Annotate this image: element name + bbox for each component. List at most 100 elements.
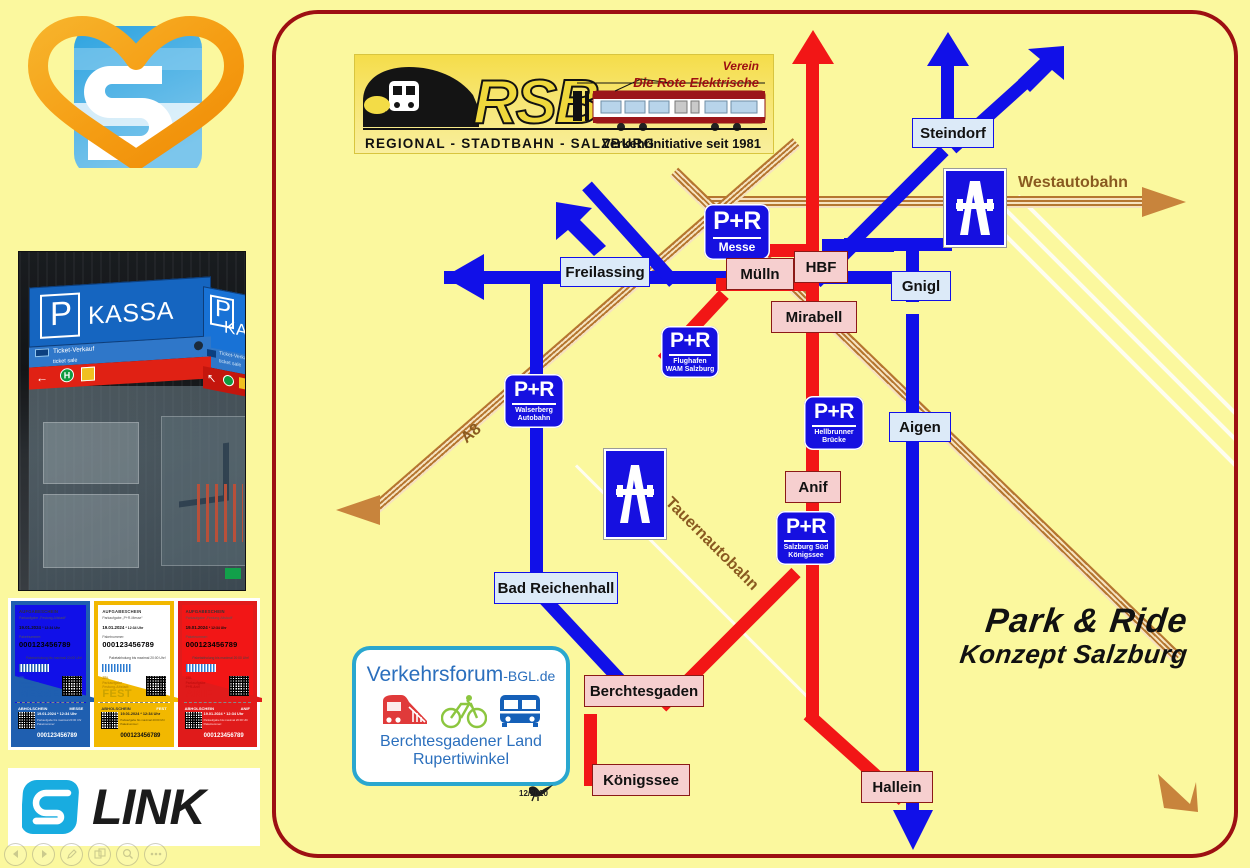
parking-ticket-fest: AUFGABESCHEIN Parkaufgabe „P+R-Messe“ 19… xyxy=(94,601,179,747)
map-title-line2: Konzept Salzburg xyxy=(958,639,1190,669)
decorative-line xyxy=(990,194,1234,509)
train-icon xyxy=(383,694,427,724)
parking-tickets-group: AUFGABESCHEIN Parkaufgabe „Festung-Altst… xyxy=(8,598,262,750)
ticket-stub-corner: FEST xyxy=(156,706,167,711)
station-berchtesgaden[interactable]: Berchtesgaden xyxy=(584,675,704,707)
kiosk-sign-kassa: KASSA xyxy=(88,296,174,330)
ticket-number: 000123456789 xyxy=(102,640,155,649)
station-aigen[interactable]: Aigen xyxy=(889,412,951,442)
ticket-brand: ZBL Parkaufgabe P+R-Messe xyxy=(19,676,39,690)
ticket-stub-date: 19.01.2024 * 12:34 Uhr xyxy=(120,712,161,716)
ticket-subheader: Parkaufgabe „Festung-Altstadt“ xyxy=(19,616,67,620)
ticket-stub-corner: ANIF xyxy=(240,706,250,711)
rsb-verein-label: Verein xyxy=(722,59,759,73)
search-icon[interactable] xyxy=(116,842,139,866)
rsb-logo: RSB xyxy=(354,54,774,154)
ticket-time: * 12:34 Uhr xyxy=(42,626,60,630)
pr-sign-walserberg[interactable]: P+R Walserberg Autobahn xyxy=(504,374,564,428)
more-options-icon[interactable] xyxy=(144,842,167,866)
ticket-header: AUFGABESCHEIN xyxy=(19,609,59,614)
ticket-note: Paketabholung bis maximal 20:00 Uhr! xyxy=(192,656,249,660)
blue-arrow-down-aigen xyxy=(893,810,933,850)
ticket-date: 19.01.2024 xyxy=(185,625,208,630)
ticket-stub-small: Parkaufgabe bis maximal 20:00 Uhr Paketn… xyxy=(120,718,165,727)
tauernautobahn-arrow xyxy=(1158,774,1198,812)
station-hbf[interactable]: HBF xyxy=(794,251,848,283)
map-title: Park & Ride Konzept Salzburg xyxy=(958,602,1191,670)
ticket-stub-date: 19.01.2024 * 12:34 Uhr xyxy=(203,712,244,716)
bottom-toolbar[interactable] xyxy=(0,840,190,868)
ticket-number-label: Paketnummer: xyxy=(19,635,42,639)
station-freilassing[interactable]: Freilassing xyxy=(560,257,650,287)
parking-ticket-messe: AUFGABESCHEIN Parkaufgabe „Festung-Altst… xyxy=(11,601,95,747)
ticket-stub-qr xyxy=(18,712,35,729)
map-title-line1: Park & Ride xyxy=(983,602,1191,640)
pr-label: P+R xyxy=(670,328,710,352)
park-and-ride-map: Westautobahn Tauernautobahn A8 xyxy=(272,10,1238,858)
westautobahn-label: Westautobahn xyxy=(1018,174,1128,191)
pr-sublabel: Salzburg Süd Königssee xyxy=(783,544,829,560)
pr-sign-salzburg-sued[interactable]: P+R Salzburg Süd Königssee xyxy=(776,511,836,565)
ticket-subheader: Parkaufgabe „Festung-Altstadt“ xyxy=(185,616,233,620)
station-hallein[interactable]: Hallein xyxy=(861,771,933,803)
blue-arrow-diagonal xyxy=(1018,46,1064,92)
pr-sign-messe[interactable]: P+R Messe xyxy=(704,204,770,260)
parking-kiosk-photo: P KASSA P KASSA Ticket-Verkauf ticket sa… xyxy=(18,251,246,591)
westautobahn-arrow xyxy=(1142,187,1186,217)
slink-s-icon xyxy=(22,780,79,834)
decorative-line xyxy=(1016,194,1234,509)
station-anif[interactable]: Anif xyxy=(785,471,841,503)
back-icon[interactable] xyxy=(4,842,27,866)
bicycle-icon xyxy=(441,694,487,728)
tauernautobahn-label: Tauernautobahn xyxy=(661,494,762,594)
verkehrsforum-logo: Verkehrsforum-BGL.de xyxy=(352,646,570,786)
autobahn-icon-south xyxy=(604,449,666,539)
ticket-qr-code xyxy=(145,676,166,696)
ticket-stub-number: 000123456789 xyxy=(120,733,161,739)
station-mirabell[interactable]: Mirabell xyxy=(771,301,857,333)
blue-arrow-northwest xyxy=(556,202,606,256)
ticket-stub-small: Parkaufgabe bis maximal 20:00 Uhr Paketn… xyxy=(203,718,249,727)
ticket-stub-corner: MESSE xyxy=(69,706,84,711)
ticket-big-label: ANIF xyxy=(185,688,213,700)
ticket-qr-code xyxy=(228,676,249,696)
slink-logo: LINK xyxy=(8,768,260,846)
ticket-barcode xyxy=(19,664,49,672)
edit-pencil-icon[interactable] xyxy=(60,842,83,866)
verkehrsforum-title: Verkehrsforum-BGL.de xyxy=(366,662,556,686)
salzburg-heart-s-logo xyxy=(12,8,260,176)
station-bad-reichenhall[interactable]: Bad Reichenhall xyxy=(494,572,618,604)
pr-sublabel: Walserberg Autobahn xyxy=(515,407,553,423)
rsb-subtitle: Die Rote Elektrische xyxy=(633,75,759,90)
pr-sign-hellbrunner-bruecke[interactable]: P+R Hellbrunner Brücke xyxy=(804,396,864,450)
slink-text: LINK xyxy=(92,779,206,835)
copy-icon[interactable] xyxy=(88,842,111,866)
ticket-date: 19.01.2024 xyxy=(19,625,41,630)
pr-sublabel: Messe xyxy=(718,240,756,255)
verkehrsforum-subtitle: Berchtesgadener Land Rupertiwinkel xyxy=(380,732,542,768)
signature-date: 12/2020 xyxy=(519,789,548,798)
rsb-tram-illustration xyxy=(573,78,766,131)
pr-sign-flughafen[interactable]: P+R Flughafen WAM Salzburg xyxy=(661,326,719,378)
pr-sublabel: Flughafen WAM Salzburg xyxy=(665,358,715,374)
ticket-barcode xyxy=(102,664,133,672)
station-koenigssee[interactable]: Königssee xyxy=(592,764,690,796)
red-route-sued-vertical xyxy=(806,562,819,712)
play-icon[interactable] xyxy=(32,842,55,866)
ticket-barcode xyxy=(185,664,216,672)
blue-route-aigen-vertical xyxy=(906,314,919,814)
station-steindorf[interactable]: Steindorf xyxy=(912,118,994,148)
ticket-date: 19.01.2024 xyxy=(102,625,125,630)
ticket-big-label: MESSE xyxy=(19,688,60,700)
ticket-brand: ZBL Parkaufgabe P+R-Anif xyxy=(185,676,206,690)
ticket-number-label: Paketnummer: xyxy=(185,635,208,639)
ticket-stub-qr xyxy=(184,712,202,729)
autobahn-icon-west xyxy=(944,169,1006,247)
ticket-subheader: Parkaufgabe „P+R-Messe“ xyxy=(102,616,143,620)
rsb-train-tunnel-icon xyxy=(363,67,479,127)
verkehrsforum-icon-row xyxy=(379,693,543,729)
ticket-number: 000123456789 xyxy=(185,640,238,649)
blue-arrow-up-steindorf xyxy=(927,32,969,66)
station-gnigl[interactable]: Gnigl xyxy=(891,271,951,301)
station-muelln[interactable]: Mülln xyxy=(726,258,794,290)
